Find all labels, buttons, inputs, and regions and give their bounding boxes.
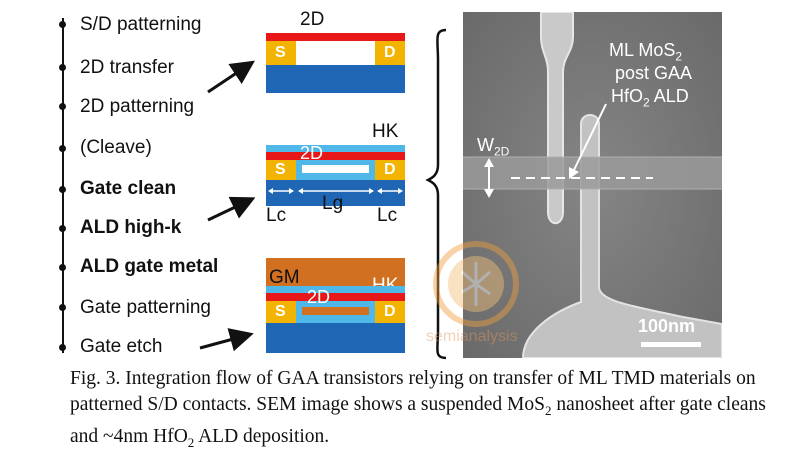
flow-step: ALD high-k xyxy=(80,217,182,238)
scale-bar-label: 100nm xyxy=(638,316,696,336)
watermark-logo: semianalysis xyxy=(418,232,538,362)
substrate xyxy=(266,323,405,353)
sem-structures xyxy=(463,12,722,358)
flow-step: 2D transfer xyxy=(80,57,174,78)
lc-left-label: Lc xyxy=(266,205,287,226)
drain-label: D xyxy=(384,44,396,61)
channel-2d-label: 2D xyxy=(307,287,331,307)
channel-layer xyxy=(266,152,405,160)
gm-label: GM xyxy=(269,267,300,288)
gap xyxy=(296,41,375,65)
flow-step: ALD gate metal xyxy=(80,256,219,277)
source-label: S xyxy=(275,303,286,320)
channel-suspended xyxy=(302,165,369,173)
watermark-icon xyxy=(433,241,519,327)
bracket xyxy=(425,28,447,360)
source-label: S xyxy=(275,161,286,178)
flow-dot xyxy=(59,64,66,71)
flow-step: Gate clean xyxy=(80,178,177,199)
flow-step: S/D patterning xyxy=(80,14,202,35)
flow-line xyxy=(62,18,64,353)
flow-dot xyxy=(59,264,66,271)
width-label: W2D xyxy=(477,135,510,159)
arrow-to-diagram3 xyxy=(199,328,254,352)
lc-right-label: Lc xyxy=(377,205,398,226)
channel-2d-label: 2D xyxy=(300,143,324,163)
drain-label: D xyxy=(384,161,396,178)
flow-step: (Cleave) xyxy=(80,137,152,158)
drain-label: D xyxy=(384,303,396,320)
diagram1-2d-label: 2D xyxy=(300,9,325,30)
source-contact xyxy=(266,301,296,323)
oxide-top xyxy=(266,286,405,293)
arrow-to-diagram1 xyxy=(207,60,255,94)
source-label: S xyxy=(275,44,286,61)
watermark-text: semianalysis xyxy=(426,328,518,345)
channel-layer xyxy=(266,33,405,41)
sem-annotation-line1: ML MoS2 xyxy=(609,40,683,64)
flow-step: 2D patterning xyxy=(80,96,195,117)
lg-label: Lg xyxy=(322,193,344,214)
flow-step: Gate etch xyxy=(80,336,163,357)
flow-dot xyxy=(59,186,66,193)
sem-annotation-line3: HfO2 ALD xyxy=(611,86,689,110)
flow-dot xyxy=(59,304,66,311)
drain-contact xyxy=(375,301,405,323)
dimension-arrows xyxy=(268,188,403,194)
channel-layer xyxy=(266,293,405,301)
gate-metal-under xyxy=(302,307,369,315)
gate-metal-layer xyxy=(266,258,405,286)
source-contact xyxy=(266,160,296,180)
sem-annotation-line2: post GAA xyxy=(615,63,693,83)
flow-dot xyxy=(59,21,66,28)
flow-step: Gate patterning xyxy=(80,297,211,318)
flow-dot xyxy=(59,225,66,232)
drain-contact xyxy=(375,41,405,65)
source-contact xyxy=(266,41,296,65)
hk-label: HK xyxy=(372,121,399,142)
sem-image: ML MoS2 post GAA HfO2 ALD W2D 100nm xyxy=(463,12,722,358)
arrow-to-diagram2 xyxy=(207,196,256,222)
oxide-top xyxy=(266,145,405,152)
flow-dot xyxy=(59,344,66,351)
flow-dot xyxy=(59,103,66,110)
drain-contact xyxy=(375,160,405,180)
flow-dot xyxy=(59,145,66,152)
substrate xyxy=(266,65,405,93)
figure-caption: Fig. 3. Integration flow of GAA transist… xyxy=(70,368,766,450)
